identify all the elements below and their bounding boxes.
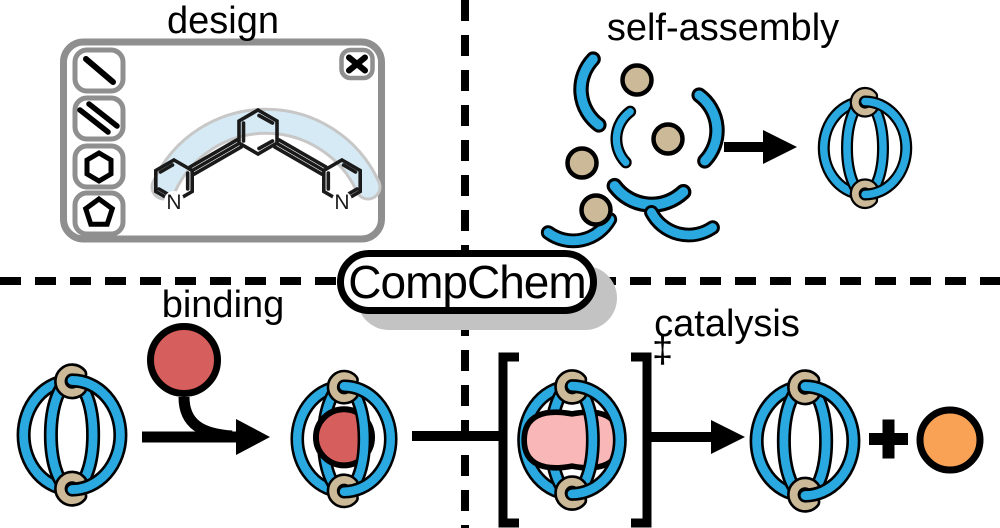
- ligand-arc: [613, 186, 683, 208]
- self-assembly-components: [548, 59, 720, 246]
- alkyne-right: [273, 138, 328, 176]
- metal-ion: [565, 146, 599, 180]
- transition-state-cage: [524, 376, 620, 505]
- metal-ion: [651, 122, 685, 156]
- pentagon-icon: [82, 195, 116, 227]
- metal-ion: [579, 193, 613, 227]
- double-bond-tool-button[interactable]: [72, 95, 126, 142]
- plus-icon: [869, 419, 908, 459]
- pyridine-left: N: [154, 157, 194, 214]
- pentagon-ring-tool-button[interactable]: [72, 190, 126, 237]
- empty-cage: [24, 370, 121, 500]
- x-icon: [346, 54, 368, 74]
- ligand-molecule: N N: [150, 107, 382, 214]
- assembled-cage: [824, 93, 907, 204]
- host-guest-complex: [297, 376, 391, 502]
- product-sphere-orange: [916, 406, 984, 474]
- alkyne-left: [188, 138, 243, 176]
- ligand-arc: [578, 59, 599, 126]
- assembly-arrow: [724, 130, 797, 164]
- ligand-arc: [648, 212, 713, 241]
- transition-state-symbol: ‡: [652, 329, 674, 371]
- single-line-icon: [83, 56, 116, 85]
- catalysis-label: catalysis: [654, 303, 800, 345]
- drawing-toolbar: [72, 47, 126, 237]
- bracket-left: [498, 352, 519, 528]
- reaction-arrow-out: [644, 420, 745, 454]
- transition-guest-pink: [521, 409, 623, 471]
- bond-tool-button[interactable]: [72, 47, 126, 94]
- benzene-ring: [237, 107, 279, 157]
- ligand-arc: [614, 111, 630, 163]
- hexagon-ring-tool-button[interactable]: [72, 143, 126, 190]
- design-window: N N: [60, 38, 385, 243]
- product-cage: [757, 376, 854, 506]
- nitrogen-label-right: N: [334, 191, 349, 214]
- binding-label: binding: [161, 284, 285, 326]
- hexagon-icon: [84, 150, 114, 184]
- binding-arrow: [142, 396, 270, 455]
- compchem-badge: CompChem: [337, 250, 597, 314]
- guest-sphere-red: [147, 323, 221, 397]
- design-label: design: [167, 0, 279, 42]
- compchem-label: CompChem: [348, 256, 586, 308]
- pyridine-right: N: [322, 157, 362, 214]
- close-button[interactable]: [339, 47, 375, 81]
- nitrogen-label-left: N: [166, 191, 181, 214]
- ligand-arc: [699, 94, 720, 161]
- self-assembly-label: self-assembly: [606, 7, 840, 49]
- metal-ion: [620, 63, 654, 97]
- double-line-icon: [77, 101, 120, 135]
